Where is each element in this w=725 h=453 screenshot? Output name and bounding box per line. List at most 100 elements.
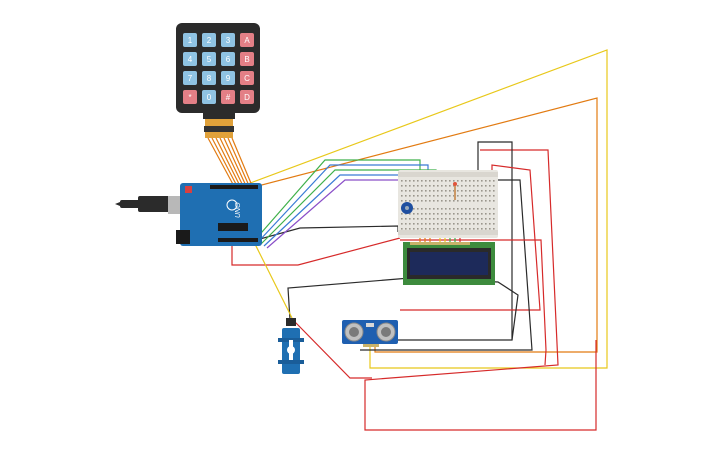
breadboard-hole [417, 200, 419, 202]
breadboard-hole [421, 180, 423, 182]
breadboard-hole [409, 195, 411, 197]
chip-atmega [218, 223, 248, 231]
wire-keypad-bundle[interactable] [207, 137, 254, 189]
arduino-uno[interactable]: UNO [115, 183, 262, 246]
breadboard-hole [405, 218, 407, 220]
lcd-pins [410, 242, 470, 245]
breadboard-hole [437, 218, 439, 220]
ultrasonic-transducer-left-inner [349, 327, 359, 337]
breadboard-hole [449, 223, 451, 225]
keypad-key-5[interactable] [202, 52, 216, 66]
keypad-key-8[interactable] [202, 71, 216, 85]
wire-black-lcd[interactable] [360, 179, 533, 351]
keypad-connector [203, 113, 235, 119]
breadboard[interactable] [398, 170, 498, 238]
breadboard-hole [489, 185, 491, 187]
servo-motor[interactable] [278, 318, 304, 374]
breadboard-hole [449, 200, 451, 202]
breadboard-hole [489, 218, 491, 220]
breadboard-hole [469, 228, 471, 230]
breadboard-hole [413, 223, 415, 225]
breadboard-hole [485, 223, 487, 225]
wire-red-long[interactable] [364, 149, 597, 431]
lcd-display[interactable] [403, 242, 495, 285]
breadboard-hole [409, 200, 411, 202]
keypad-key-6[interactable] [221, 52, 235, 66]
breadboard-hole [485, 218, 487, 220]
keypad-key-#[interactable] [221, 90, 235, 104]
breadboard-hole [489, 208, 491, 210]
header-bottom [218, 238, 258, 242]
potentiometer-knob [405, 206, 409, 210]
breadboard-hole [401, 228, 403, 230]
wire-yellow-long[interactable] [244, 49, 608, 369]
breadboard-hole [413, 213, 415, 215]
keypad-key-2[interactable] [202, 33, 216, 47]
breadboard-hole [469, 213, 471, 215]
breadboard-hole [453, 213, 455, 215]
breadboard-hole [433, 208, 435, 210]
keypad-key-A[interactable] [240, 33, 254, 47]
breadboard-hole [413, 180, 415, 182]
keypad-key-9[interactable] [221, 71, 235, 85]
keypad-key-1[interactable] [183, 33, 197, 47]
wire-red-servo[interactable] [294, 321, 372, 379]
breadboard-hole [489, 180, 491, 182]
breadboard-hole [401, 200, 403, 202]
keypad-key-label: 2 [207, 36, 212, 45]
keypad-key-D[interactable] [240, 90, 254, 104]
breadboard-hole [477, 200, 479, 202]
keypad-key-0[interactable] [202, 90, 216, 104]
breadboard-hole [429, 190, 431, 192]
header-top [210, 185, 258, 189]
breadboard-hole [481, 223, 483, 225]
ultrasonic-sensor[interactable] [342, 320, 398, 347]
wire-black-servo[interactable] [287, 277, 519, 341]
keypad-key-label: A [244, 36, 250, 45]
breadboard-hole [417, 190, 419, 192]
breadboard-hole [477, 213, 479, 215]
breadboard-hole [413, 200, 415, 202]
breadboard-hole [437, 200, 439, 202]
ultrasonic-crystal [366, 323, 374, 327]
breadboard-hole [481, 218, 483, 220]
breadboard-hole [473, 185, 475, 187]
breadboard-hole [405, 195, 407, 197]
keypad-key-3[interactable] [221, 33, 235, 47]
breadboard-hole [481, 208, 483, 210]
keypad-key-4[interactable] [183, 52, 197, 66]
breadboard-hole [433, 180, 435, 182]
breadboard-hole [461, 208, 463, 210]
breadboard-hole [417, 180, 419, 182]
keypad-key-label: 6 [226, 55, 231, 64]
breadboard-hole [421, 185, 423, 187]
breadboard-hole [473, 180, 475, 182]
keypad-key-C[interactable] [240, 71, 254, 85]
wire-red-lcd-servo[interactable] [400, 239, 547, 366]
breadboard-hole [425, 218, 427, 220]
breadboard-hole [449, 213, 451, 215]
breadboard-hole [401, 195, 403, 197]
keypad-key-label: B [244, 55, 249, 64]
breadboard-hole [493, 180, 495, 182]
breadboard-hole [445, 180, 447, 182]
keypad-key-B[interactable] [240, 52, 254, 66]
keypad-key-7[interactable] [183, 71, 197, 85]
breadboard-hole [453, 185, 455, 187]
breadboard-hole [433, 223, 435, 225]
breadboard-hole [441, 208, 443, 210]
breadboard-hole [481, 180, 483, 182]
breadboard-hole [461, 213, 463, 215]
breadboard-hole [481, 190, 483, 192]
breadboard-hole [461, 218, 463, 220]
breadboard-hole [493, 185, 495, 187]
breadboard-hole [457, 190, 459, 192]
breadboard-hole [453, 200, 455, 202]
breadboard-hole [437, 190, 439, 192]
breadboard-hole [457, 218, 459, 220]
breadboard-hole [457, 200, 459, 202]
reset-button[interactable] [185, 186, 192, 193]
keypad-key-*[interactable] [183, 90, 197, 104]
breadboard-hole [441, 180, 443, 182]
